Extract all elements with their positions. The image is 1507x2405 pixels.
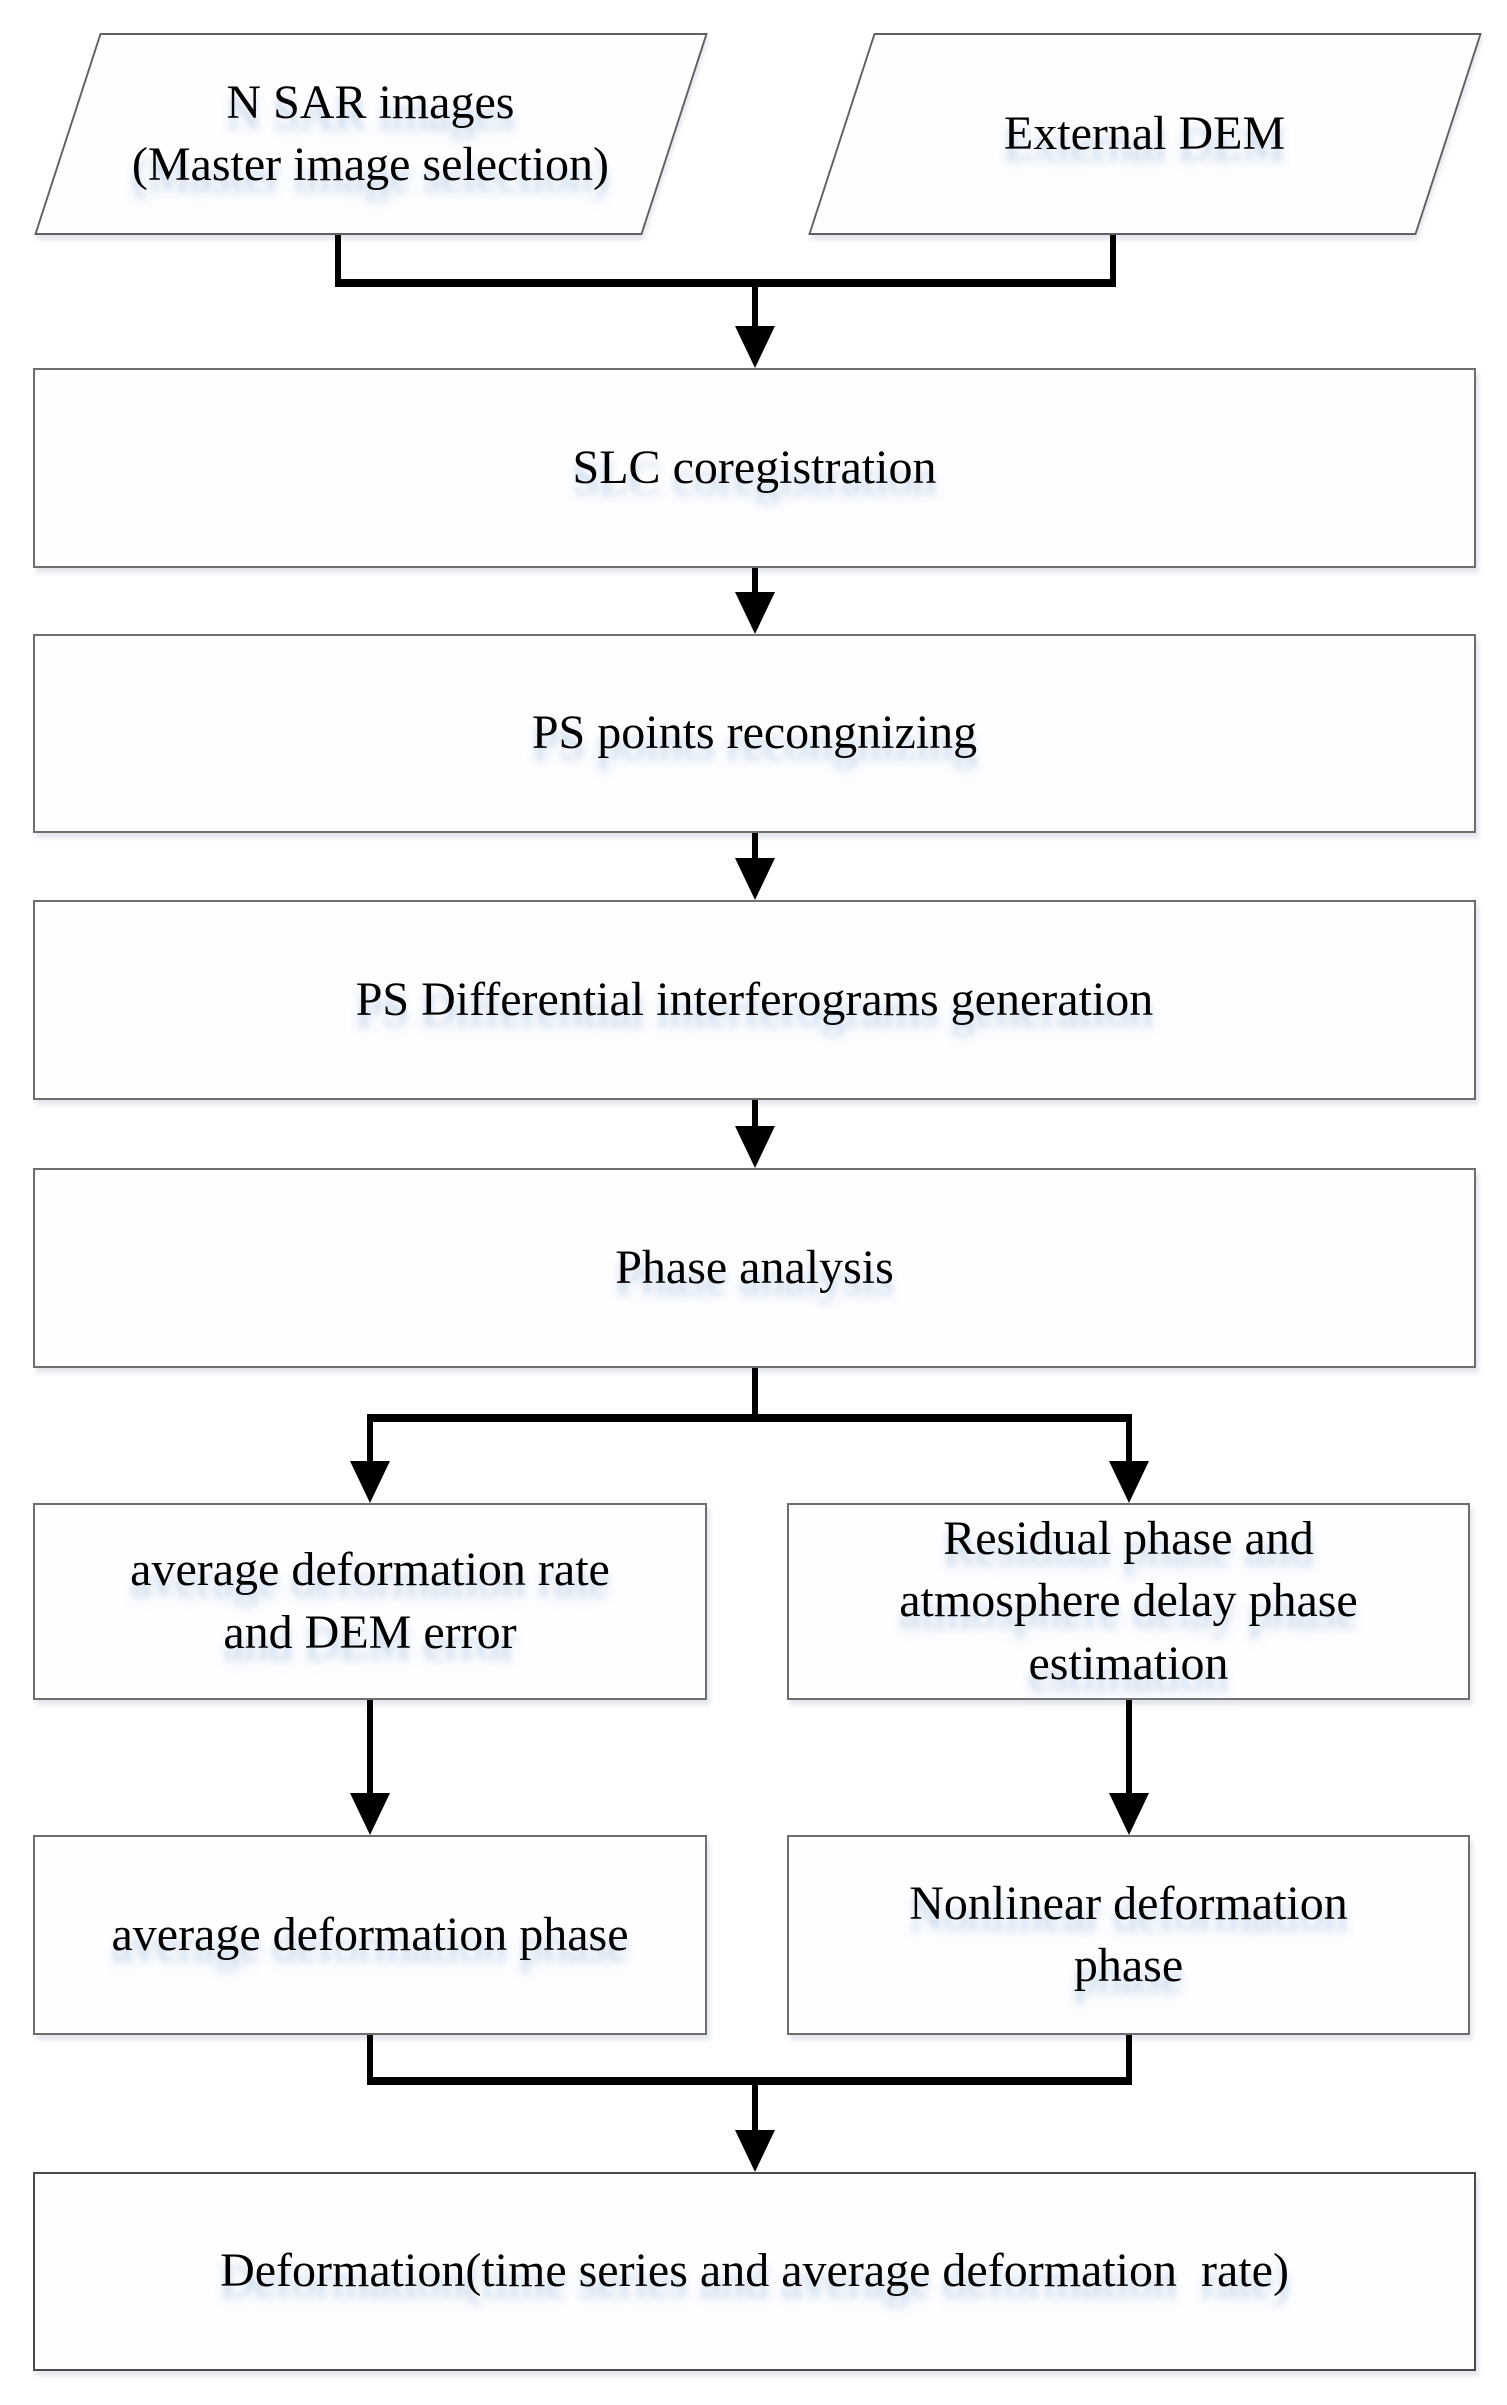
node-avg-deformation-rate-dem-error-label: average deformation rate and DEM error	[130, 1543, 610, 1659]
flow-line	[752, 283, 758, 330]
flow-line	[335, 279, 1116, 287]
flow-arrowhead-icon	[735, 858, 775, 900]
flow-arrowhead-icon	[735, 2130, 775, 2172]
flow-line	[367, 2035, 373, 2085]
flow-line	[1126, 1414, 1132, 1463]
flow-arrowhead-icon	[735, 326, 775, 368]
flow-line	[1126, 1700, 1132, 1795]
flow-line	[367, 2077, 1132, 2085]
node-phase-analysis: Phase analysis	[33, 1168, 1476, 1368]
node-deformation-output: Deformation(time series and average defo…	[33, 2172, 1476, 2371]
node-slc-coregistration-label: SLC coregistration	[572, 440, 937, 494]
flow-line	[752, 1100, 758, 1128]
node-external-dem: External DEM	[808, 33, 1482, 235]
node-n-sar-images: N SAR images (Master image selection)	[34, 33, 708, 235]
node-external-dem-label: External DEM	[1004, 106, 1286, 160]
node-residual-atmosphere-phase-estimation: Residual phase and atmosphere delay phas…	[787, 1503, 1470, 1700]
flow-line	[367, 1414, 373, 1463]
flow-arrowhead-icon	[350, 1461, 390, 1503]
node-residual-atmosphere-phase-estimation-label: Residual phase and atmosphere delay phas…	[899, 1511, 1358, 1690]
flow-line	[1126, 2035, 1132, 2085]
node-ps-points-recognizing: PS points recongnizing	[33, 634, 1476, 833]
node-avg-deformation-phase-label: average deformation phase	[111, 1907, 629, 1961]
node-slc-coregistration: SLC coregistration	[33, 368, 1476, 568]
node-ps-points-recognizing-label: PS points recongnizing	[531, 706, 978, 760]
flow-arrowhead-icon	[1109, 1461, 1149, 1503]
flow-line	[752, 2085, 758, 2132]
flow-line	[752, 833, 758, 860]
node-avg-deformation-phase: average deformation phase	[33, 1835, 707, 2035]
flow-line	[367, 1414, 1132, 1422]
node-phase-analysis-label: Phase analysis	[615, 1240, 894, 1294]
flow-line	[752, 568, 758, 596]
flow-arrowhead-icon	[1109, 1793, 1149, 1835]
flow-line	[335, 235, 341, 283]
flow-line	[1110, 235, 1116, 283]
node-deformation-output-label: Deformation(time series and average defo…	[220, 2244, 1289, 2298]
flow-line	[752, 1368, 758, 1422]
node-ps-differential-interferograms: PS Differential interferograms generatio…	[33, 900, 1476, 1100]
node-avg-deformation-rate-dem-error: average deformation rate and DEM error	[33, 1503, 707, 1700]
node-nonlinear-deformation-phase: Nonlinear deformation phase	[787, 1835, 1470, 2035]
flow-arrowhead-icon	[735, 1126, 775, 1168]
node-n-sar-images-label: N SAR images (Master image selection)	[132, 75, 610, 191]
node-nonlinear-deformation-phase-label: Nonlinear deformation phase	[909, 1876, 1348, 1992]
flow-arrowhead-icon	[350, 1793, 390, 1835]
flow-line	[367, 1700, 373, 1795]
flow-arrowhead-icon	[735, 592, 775, 634]
node-ps-differential-interferograms-label: PS Differential interferograms generatio…	[355, 972, 1154, 1026]
